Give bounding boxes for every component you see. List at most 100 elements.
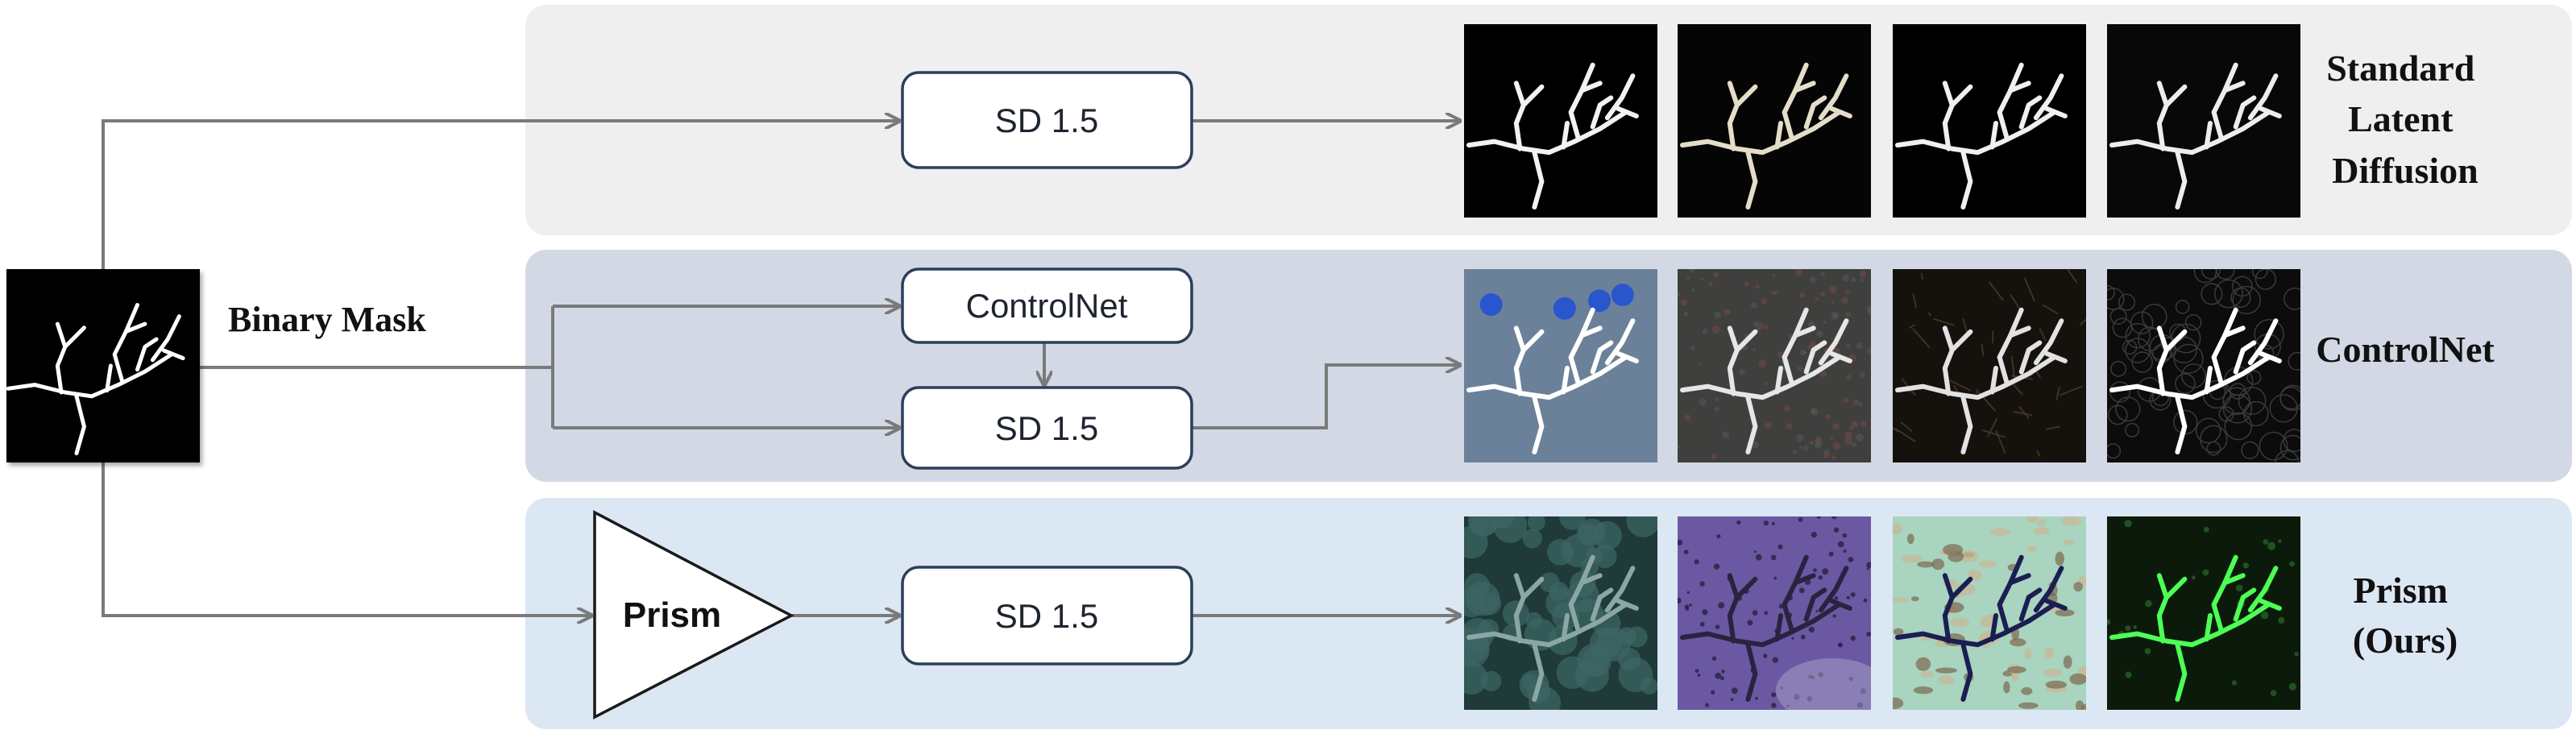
texture-tissue xyxy=(2026,516,2039,523)
branching-mask-icon xyxy=(1590,340,1614,375)
texture-tissue xyxy=(1949,617,1970,628)
branching-mask-icon xyxy=(2044,350,2068,363)
texture-dot xyxy=(1863,598,1868,603)
texture-speck xyxy=(2263,539,2269,545)
branching-mask-icon xyxy=(2259,598,2282,611)
texture-dot xyxy=(1831,516,1837,520)
sample-background xyxy=(1893,24,2086,218)
branching-mask-icon xyxy=(1774,121,1783,150)
branching-mask-icon xyxy=(1803,95,1827,130)
branching-mask-icon xyxy=(1734,576,1758,600)
texture-speckle xyxy=(1816,330,1823,338)
texture-dot xyxy=(1764,611,1769,616)
texture-speckle xyxy=(1765,421,1772,429)
branching-mask-icon xyxy=(2247,318,2279,366)
texture-tissue xyxy=(2043,668,2063,678)
branching-mask-icon xyxy=(2163,84,2188,108)
texture-bubble xyxy=(1464,525,1488,559)
texture-dot xyxy=(1718,602,1725,609)
texture-tissue xyxy=(1900,554,1923,563)
texture-fiber xyxy=(2066,269,2078,284)
texture-tissue xyxy=(2033,527,2050,535)
branching-mask-icon xyxy=(74,394,86,456)
texture-fiber xyxy=(1908,323,1915,330)
texture-dot xyxy=(1715,624,1720,629)
texture-fiber xyxy=(1948,379,1972,392)
branching-mask-icon xyxy=(1895,602,2057,648)
branching-mask-icon xyxy=(2222,326,2246,338)
texture-speck xyxy=(2133,625,2138,629)
texture-speckle xyxy=(1829,285,1837,293)
texture-speckle xyxy=(1844,431,1852,440)
texture-speck xyxy=(2278,616,2285,624)
texture-tissue xyxy=(1990,528,2010,537)
row-title-standard-line-1: Standard xyxy=(2326,48,2474,89)
texture-speckle xyxy=(1772,273,1776,278)
sample-image-prism-4 xyxy=(2107,516,2300,710)
texture-speckle xyxy=(1820,291,1826,297)
texture-speckle xyxy=(1831,311,1839,320)
branching-mask-icon xyxy=(2204,121,2213,150)
branching-mask-icon xyxy=(1949,576,1973,600)
texture-tissue xyxy=(1959,549,1979,562)
sample-background xyxy=(2107,24,2300,218)
texture-speckle xyxy=(1797,366,1803,372)
texture-bubble xyxy=(1464,661,1488,695)
texture-speckle xyxy=(1823,321,1827,325)
texture-speckle xyxy=(1851,421,1858,427)
texture-cell xyxy=(2201,269,2221,280)
texture-dot xyxy=(1808,626,1815,633)
branching-mask-icon xyxy=(1513,81,1526,151)
texture-tissue xyxy=(1931,558,1945,570)
branching-mask-icon xyxy=(1895,110,2057,156)
texture-speckle xyxy=(1860,421,1867,428)
branching-mask-icon xyxy=(2175,150,2188,209)
texture-speckle xyxy=(1702,329,1708,334)
sample-image-standard-2 xyxy=(1678,24,1871,218)
texture-dot xyxy=(1721,670,1725,674)
texture-speckle xyxy=(1680,299,1688,306)
row-title-standard-line-2: Latent xyxy=(2348,98,2454,139)
texture-speckle xyxy=(1711,325,1720,334)
texture-speckle xyxy=(1851,442,1856,448)
texture-speckle xyxy=(1708,281,1713,287)
texture-tissue xyxy=(1915,657,1931,671)
texture-speckle xyxy=(1764,324,1769,330)
branching-mask-icon xyxy=(1568,554,1595,633)
branching-mask-icon xyxy=(1949,84,1973,108)
texture-speckle xyxy=(1699,362,1703,366)
texture-speckle xyxy=(1771,291,1775,295)
texture-dot xyxy=(1753,550,1757,554)
branching-mask-icon xyxy=(1774,366,1783,395)
texture-dot xyxy=(1843,549,1847,554)
texture-speck xyxy=(2267,541,2276,550)
branching-mask-icon xyxy=(2233,340,2257,375)
connectors xyxy=(102,121,1460,616)
branching-mask-icon xyxy=(1734,329,1758,353)
branching-mask-icon xyxy=(2008,573,2031,586)
texture-bubble xyxy=(1493,516,1528,543)
texture-fiber xyxy=(1912,293,1918,309)
texture-tissue xyxy=(2003,681,2010,694)
branching-mask-icon xyxy=(1727,81,1740,151)
texture-bubble xyxy=(1593,545,1617,569)
branching-mask-icon xyxy=(2247,566,2279,613)
branching-mask-icon xyxy=(162,348,185,361)
branching-mask-icon xyxy=(1745,642,1758,702)
texture-cell xyxy=(2184,313,2202,331)
branching-mask-icon xyxy=(1520,84,1545,108)
texture-tissue xyxy=(2073,582,2083,592)
branching-mask-icon xyxy=(2175,642,2188,702)
texture-speckle xyxy=(1751,302,1757,309)
texture-speck xyxy=(2260,612,2269,620)
branching-mask-icon xyxy=(1680,602,1842,648)
texture-cell xyxy=(2259,431,2288,461)
texture-tissue xyxy=(1943,544,1964,556)
texture-dot xyxy=(1731,687,1738,695)
branching-mask-icon xyxy=(1829,598,1852,611)
texture-speckle xyxy=(1723,309,1730,316)
sample-background xyxy=(1678,24,1871,218)
branching-mask-icon xyxy=(1942,326,1955,396)
texture-speckle xyxy=(1773,290,1778,295)
texture-fiber xyxy=(2010,355,2016,379)
